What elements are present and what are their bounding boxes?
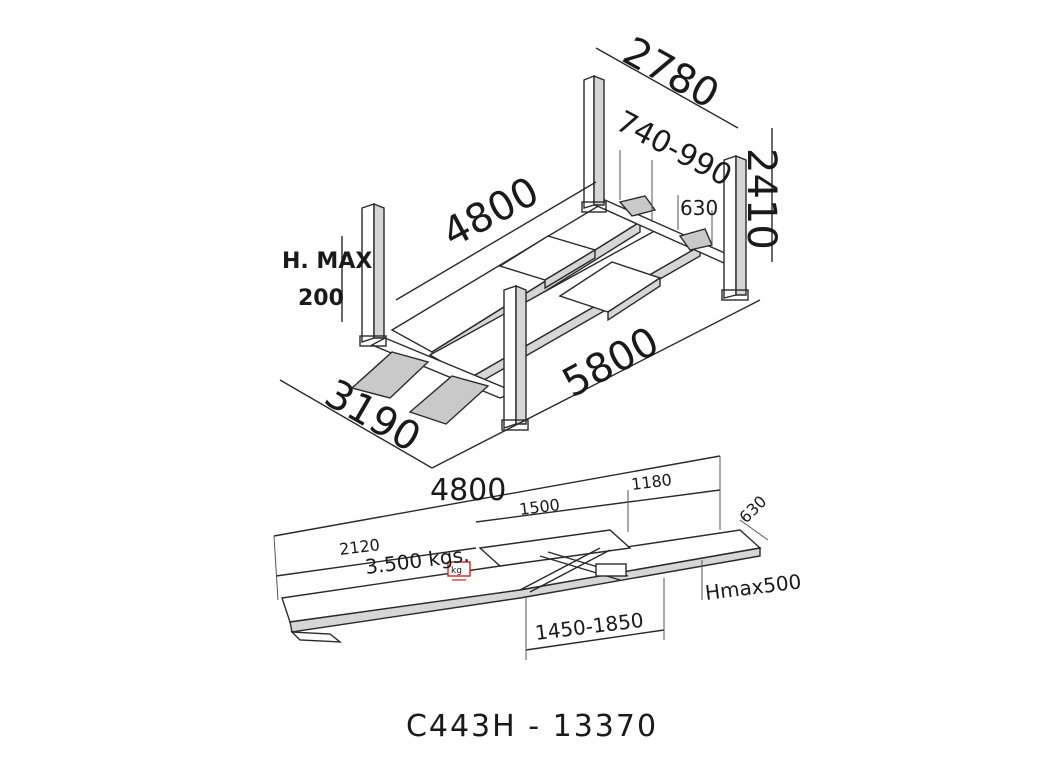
- dim-runway-width-label: 630: [680, 196, 718, 220]
- side-dim-runway-label: 630: [735, 492, 770, 527]
- post-rear-right: [581, 74, 607, 213]
- model-title: C443H - 13370: [406, 709, 658, 744]
- hmax-value: 200: [298, 286, 344, 311]
- weight-icon: kg: [447, 561, 471, 581]
- runway-side-view: kg 4800 1500 1180 2120 3.500 kgs. 630 14…: [273, 455, 803, 660]
- dim-height-label: 2410: [738, 148, 784, 250]
- weight-icon-label: kg: [451, 566, 462, 576]
- side-dim-jack-range-label: 1450-1850: [534, 608, 645, 645]
- jack-plate-1-side: [544, 248, 596, 290]
- dim-line-5800: [431, 299, 761, 469]
- post-rear-left: [359, 202, 387, 347]
- scissor-jack: [519, 547, 629, 593]
- post-front-left: [501, 284, 529, 431]
- dim-width-top-label: 2780: [615, 29, 726, 119]
- dim-line-side-4800: [273, 455, 721, 537]
- side-dim-front-label: 1180: [630, 470, 673, 494]
- dim-line-side-jack-range: [525, 629, 665, 651]
- front-ramp-1: [350, 351, 430, 399]
- dim-length-total-label: 5800: [555, 318, 666, 406]
- side-hmax-label: Hmax500: [704, 569, 803, 605]
- side-runway-end: [290, 631, 343, 643]
- side-dim-rear-label: 2120: [338, 535, 381, 559]
- dim-line-2780: [595, 47, 739, 129]
- dim-line-side-2120: [275, 547, 477, 577]
- side-dim-jack-label: 1500: [518, 495, 561, 519]
- dim-line-side-1500-1180: [475, 489, 721, 523]
- post-front-right: [721, 154, 749, 301]
- four-post-lift-iso: 4800 2780 740-990 630 2410 5800 3190 H. …: [279, 29, 784, 469]
- front-ramp-2: [408, 375, 490, 425]
- dim-line-4800-top: [395, 181, 597, 301]
- hmax-label: H. MAX: [282, 249, 372, 274]
- side-dim-length-label: 4800: [430, 473, 506, 508]
- dim-line-3190: [279, 379, 433, 469]
- back-ramp-1: [618, 195, 657, 217]
- jack-plate-2-side: [607, 276, 661, 322]
- side-jack-plate: [478, 529, 632, 567]
